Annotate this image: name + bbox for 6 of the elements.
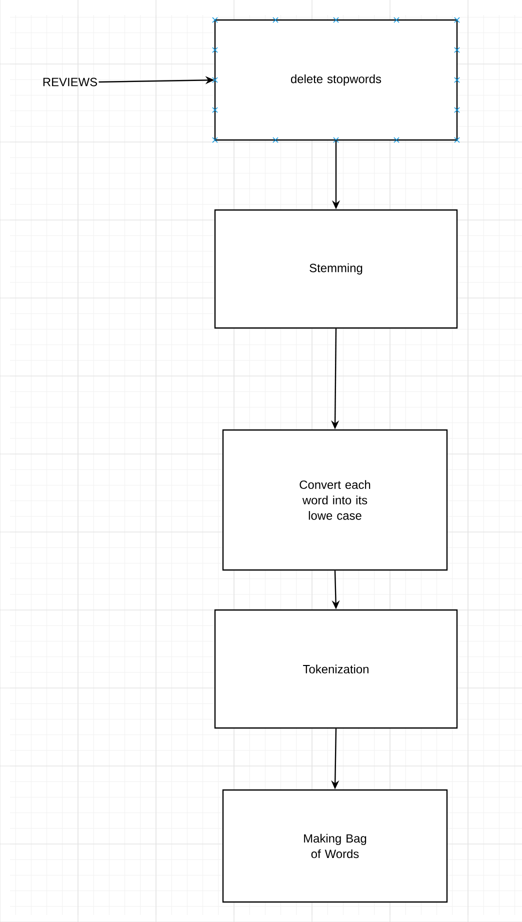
process-box: Convert each word into its lowe case	[222, 429, 448, 571]
process-box: delete stopwords	[214, 19, 458, 141]
process-box: Tokenization	[214, 609, 458, 729]
process-box: Making Bag of Words	[222, 789, 448, 903]
process-box: Stemming	[214, 209, 458, 329]
input-label: REVIEWS	[43, 78, 98, 86]
